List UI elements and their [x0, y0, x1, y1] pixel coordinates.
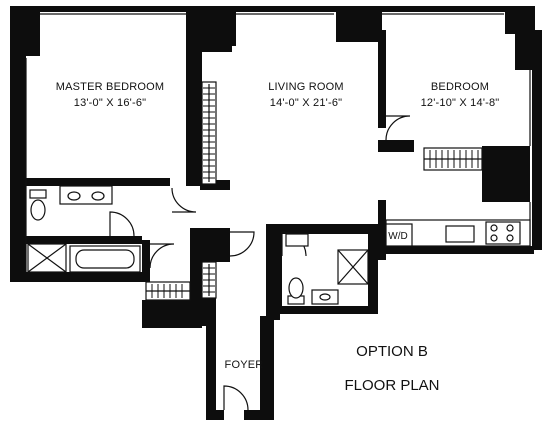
kitchen: [385, 219, 531, 247]
living-room-size: 14'-0" X 21'-6": [270, 97, 343, 109]
bedroom-size: 12'-10" X 14'-8": [421, 97, 500, 109]
bath-fixtures: [27, 185, 369, 305]
floor-plan-label: FLOOR PLAN: [344, 377, 439, 394]
walls: [10, 6, 542, 420]
bedroom-name: BEDROOM: [431, 81, 489, 93]
doors: [109, 115, 411, 411]
closets: [145, 81, 483, 301]
foyer-name: FOYER: [225, 359, 264, 371]
washer-dryer-label: W/D: [388, 231, 407, 242]
master-bedroom-name: MASTER BEDROOM: [56, 81, 165, 93]
living-room-name: LIVING ROOM: [268, 81, 344, 93]
master-bedroom-size: 13'-0" X 16'-6": [74, 97, 147, 109]
option-label: OPTION B: [356, 343, 428, 360]
